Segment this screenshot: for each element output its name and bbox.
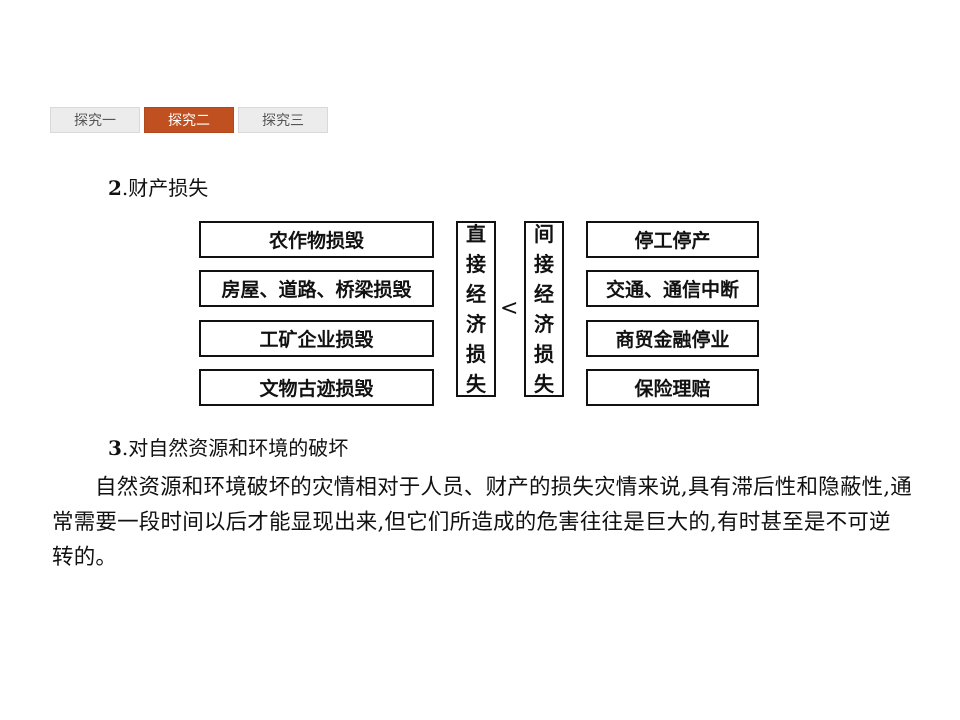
tab-explore-3[interactable]: 探究三 (238, 107, 328, 133)
right-item-stoppage: 停工停产 (586, 221, 759, 258)
tab-explore-2[interactable]: 探究二 (144, 107, 234, 133)
tab-bar: 探究一 探究二 探究三 (50, 107, 332, 133)
right-item-commerce: 商贸金融停业 (586, 320, 759, 357)
section-2-number: 2 (108, 176, 122, 200)
tab-explore-1[interactable]: 探究一 (50, 107, 140, 133)
left-item-crops: 农作物损毁 (199, 221, 434, 258)
section-2-title: .财产损失 (121, 176, 209, 200)
section-2-heading: 2.财产损失 (108, 172, 208, 201)
right-item-transport: 交通、通信中断 (586, 270, 759, 307)
left-item-industry: 工矿企业损毁 (199, 320, 434, 357)
direct-loss-box: 直接经济损失 (456, 221, 496, 397)
right-item-insurance: 保险理赔 (586, 369, 759, 406)
section-3-title: .对自然资源和环境的破坏 (121, 436, 349, 460)
section-3-heading: 3.对自然资源和环境的破坏 (108, 432, 348, 461)
left-item-relics: 文物古迹损毁 (199, 369, 434, 406)
section-3-number: 3 (108, 436, 122, 460)
body-paragraph: 自然资源和环境破坏的灾情相对于人员、财产的损失灾情来说,具有滞后性和隐蔽性,通常… (52, 475, 912, 570)
less-than-sign: < (500, 296, 519, 321)
indirect-loss-box: 间接经济损失 (524, 221, 564, 397)
left-item-buildings: 房屋、道路、桥梁损毁 (199, 270, 434, 307)
